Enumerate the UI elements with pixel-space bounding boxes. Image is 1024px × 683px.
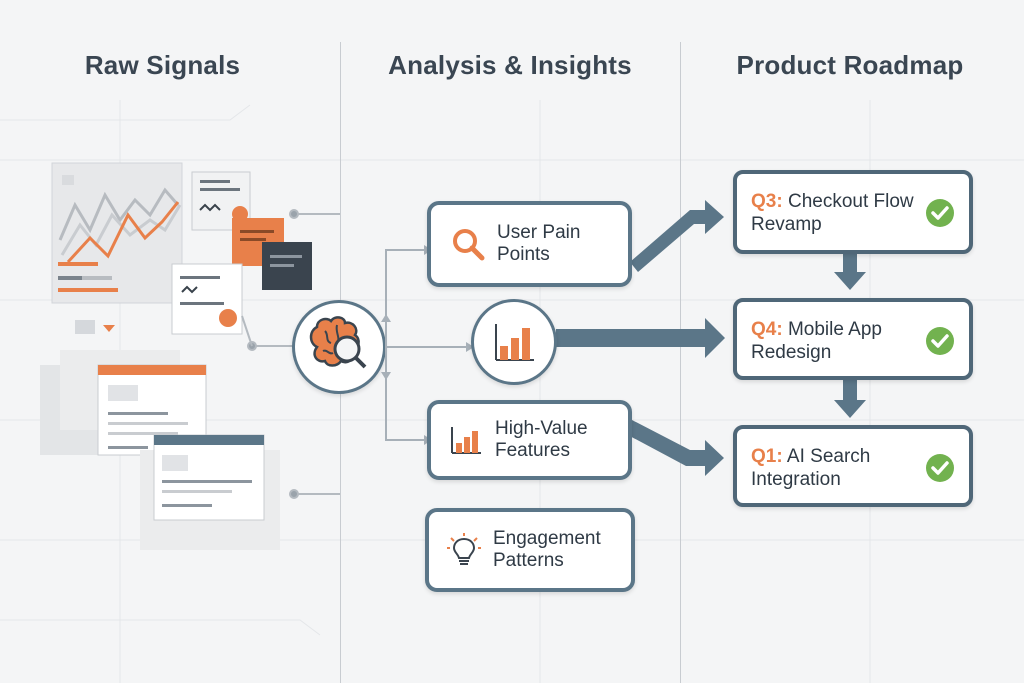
insight-chart-circle [471, 299, 557, 385]
lightbulb-icon [445, 531, 483, 569]
check-icon [926, 199, 954, 227]
roadmap-item-q4[interactable]: Q4: Mobile App Redesign [733, 298, 973, 380]
roadmap-item-q3[interactable]: Q3: Checkout Flow Revamp [733, 170, 973, 254]
insight-engagement-patterns[interactable]: Engagement Patterns [425, 508, 635, 592]
brain-magnifier-icon [309, 316, 367, 369]
line-chart-card-icon [51, 162, 183, 304]
insight-label: High-Value Features [495, 418, 588, 461]
roadmap-text: Q3: Checkout Flow Revamp [751, 190, 931, 236]
insight-user-pain-points[interactable]: User Pain Points [427, 201, 632, 287]
check-icon [926, 327, 954, 355]
insight-high-value-features[interactable]: High-Value Features [427, 400, 632, 480]
insight-label: User Pain Points [497, 222, 581, 265]
column-title-raw: Raw Signals [84, 50, 241, 80]
column-title-roadmap: Product Roadmap [736, 50, 964, 80]
roadmap-text: Q1: AI Search Integration [751, 445, 931, 491]
roadmap-quarter: Q1: [751, 446, 783, 467]
analysis-hub [292, 300, 386, 394]
roadmap-title: AI Search Integration [751, 446, 871, 490]
browser-window-icon-2 [153, 434, 265, 521]
magnifier-icon [449, 225, 487, 263]
bar-chart-icon [447, 421, 485, 459]
roadmap-text: Q4: Mobile App Redesign [751, 318, 931, 364]
raw-signals-illustration [40, 162, 340, 550]
roadmap-quarter: Q4: [751, 319, 783, 340]
column-divider-right [680, 42, 681, 683]
roadmap-title: Mobile App Redesign [751, 319, 882, 363]
bar-chart-icon [495, 324, 534, 361]
insight-label: Engagement Patterns [493, 528, 601, 571]
roadmap-title: Checkout Flow Revamp [751, 191, 914, 235]
feedback-card-icon [171, 263, 243, 335]
column-title-analysis: Analysis & Insights [388, 50, 632, 80]
roadmap-quarter: Q3: [751, 191, 783, 212]
check-icon [926, 454, 954, 482]
roadmap-item-q1[interactable]: Q1: AI Search Integration [733, 425, 973, 507]
